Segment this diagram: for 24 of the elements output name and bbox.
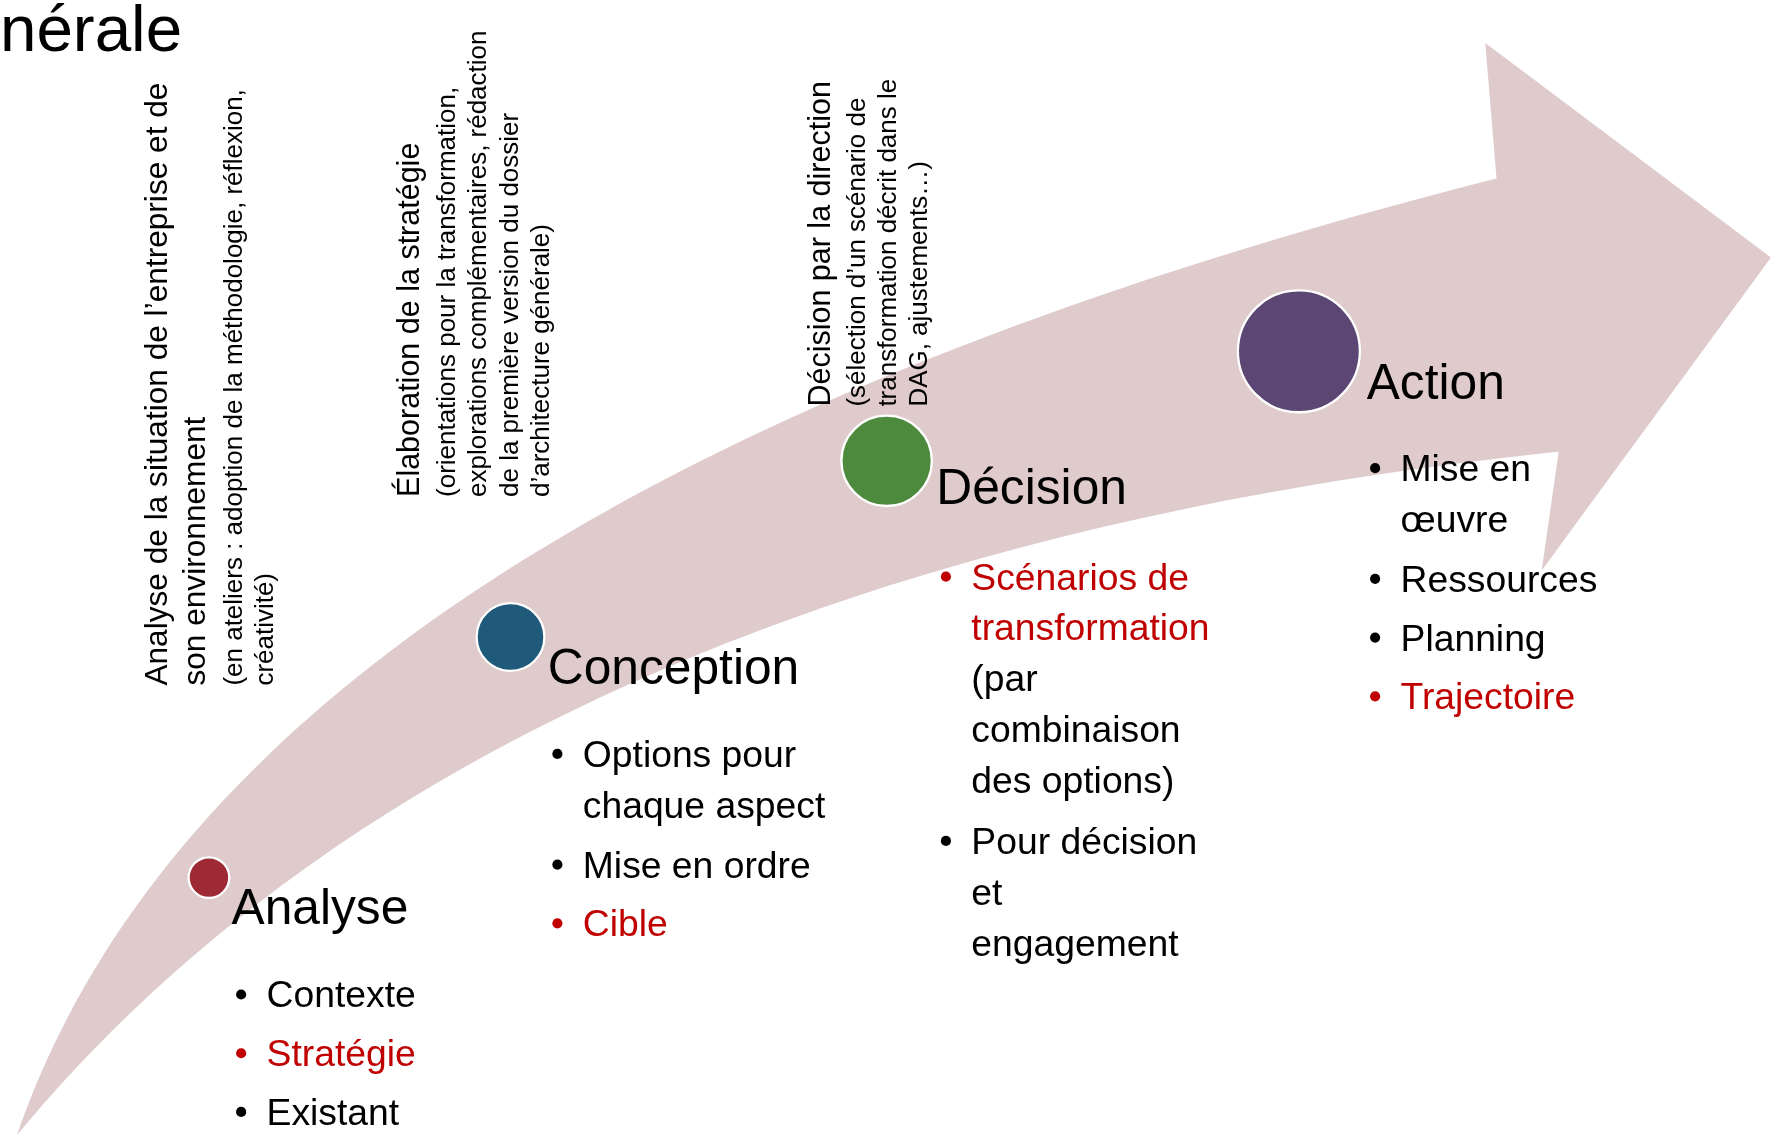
bullet-item: Existant xyxy=(266,1090,401,1135)
bullet-text: (par combinaison des options) xyxy=(971,656,1182,804)
stage-description: (sélection d’un scénario de transformation décrit dans le DAG, ajustements…) xyxy=(841,77,935,407)
stage-heading: Décision xyxy=(936,458,1127,516)
stage-heading: Conception xyxy=(547,639,800,697)
bullet-item: Mise en ordre xyxy=(582,842,812,888)
stage-heading: Analyse xyxy=(231,878,409,936)
bullet-item: Pour décision et engagement xyxy=(971,819,1199,966)
stage-description: Analyse de la situation de l’entreprise et de son environnement xyxy=(137,81,213,686)
stage-description: Décision par la direction xyxy=(802,80,838,407)
stage-description: (orientations pour la transformation, explorations complémentaires, rédaction de la première version du dossier d’architecture générale) xyxy=(431,29,556,497)
title: nérale xyxy=(0,0,183,67)
bullet-item: Cible xyxy=(582,901,669,947)
bullet-item: Stratégie xyxy=(266,1031,417,1077)
stage-heading: Action xyxy=(1366,353,1505,411)
bullet-item: Ressources xyxy=(1400,556,1599,602)
bullet-item: Contexte xyxy=(266,972,417,1018)
bullet-item: Scénarios de transformation xyxy=(971,554,1211,651)
bullet-item: Trajectoire xyxy=(1400,674,1577,720)
bullet-item: Mise en œuvre xyxy=(1400,446,1533,543)
bullet-item: Options pour chaque aspect xyxy=(582,732,827,828)
bullet-item: Planning xyxy=(1400,615,1547,661)
stage-description: (en ateliers : adoption de la méthodologie, réflexion, créativité) xyxy=(218,88,280,686)
stage-description: Élaboration de la stratégie xyxy=(390,141,427,497)
